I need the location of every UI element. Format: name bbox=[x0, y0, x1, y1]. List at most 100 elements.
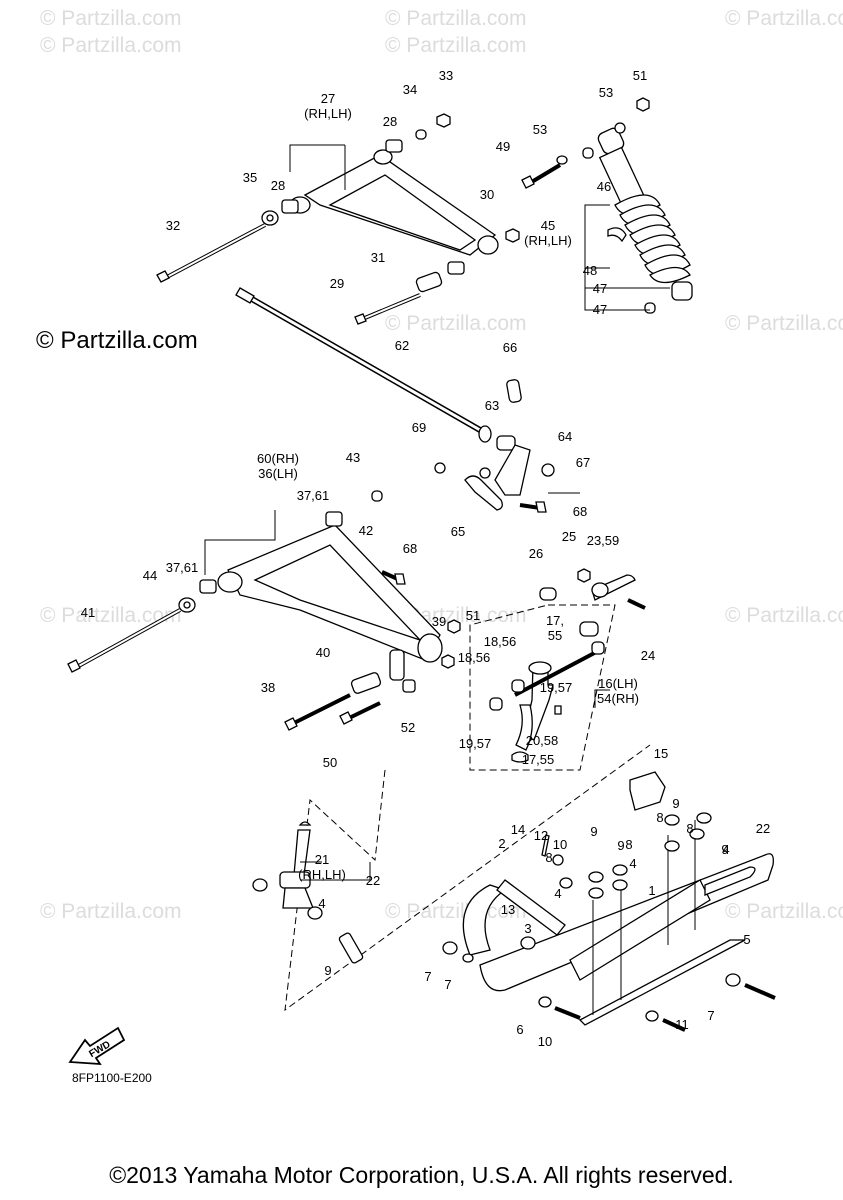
part-number-label: 25 bbox=[562, 529, 576, 544]
part-number-label: 24 bbox=[641, 648, 655, 663]
part-number-label: 51 bbox=[466, 608, 480, 623]
watermark: © Partzilla.com bbox=[385, 7, 527, 30]
part-number-label: 19,57 bbox=[540, 680, 573, 695]
watermark: © Partzilla.com bbox=[725, 7, 843, 30]
part-number-label: 62 bbox=[395, 338, 409, 353]
part-number-label: 28 bbox=[271, 178, 285, 193]
part-number-label: 52 bbox=[401, 720, 415, 735]
part-number-label: 2 bbox=[498, 836, 505, 851]
part-number-label: 32 bbox=[166, 218, 180, 233]
part-number-label: 3 bbox=[524, 921, 531, 936]
part-number-label: 5 bbox=[743, 932, 750, 947]
watermark: © Partzilla.com bbox=[725, 312, 843, 335]
watermark: © Partzilla.com bbox=[385, 900, 527, 923]
ski-column bbox=[252, 744, 651, 1012]
fwd-label: FWD bbox=[87, 1039, 112, 1060]
part-number-label: 29 bbox=[330, 276, 344, 291]
part-number-label: 27(RH,LH) bbox=[304, 91, 352, 121]
part-number-label: 12 bbox=[534, 828, 548, 843]
part-number-label: 68 bbox=[403, 541, 417, 556]
drawing-code: 8FP1100-E200 bbox=[72, 1071, 152, 1085]
part-number-label: 13 bbox=[501, 902, 515, 917]
part-number-label: 9 bbox=[590, 824, 597, 839]
part-number-label: 40 bbox=[316, 645, 330, 660]
upper-a-arm bbox=[156, 113, 520, 325]
fwd-arrow-icon: FWD bbox=[68, 1026, 126, 1066]
part-number-label: 67 bbox=[576, 455, 590, 470]
watermark: © Partzilla.com bbox=[40, 900, 182, 923]
part-number-label: 38 bbox=[261, 680, 275, 695]
part-number-label: 9 bbox=[672, 796, 679, 811]
part-number-label: 17,55 bbox=[522, 752, 555, 767]
part-number-label: 10 bbox=[538, 1034, 552, 1049]
part-number-label: 42 bbox=[359, 523, 373, 538]
watermark: © Partzilla.com bbox=[725, 900, 843, 923]
part-number-label: 53 bbox=[599, 85, 613, 100]
part-number-label: 8 bbox=[686, 821, 693, 836]
part-number-label: 4 bbox=[629, 856, 636, 871]
part-number-label: 7 bbox=[424, 969, 431, 984]
part-number-label: 33 bbox=[439, 68, 453, 83]
part-number-label: 44 bbox=[143, 568, 157, 583]
watermarks: © Partzilla.com © Partzilla.com © Partzi… bbox=[36, 7, 843, 923]
part-number-label: 20,58 bbox=[526, 733, 559, 748]
copyright-notice: ©2013 Yamaha Motor Corporation, U.S.A. A… bbox=[109, 1162, 734, 1188]
part-number-label: 37,61 bbox=[297, 488, 330, 503]
part-number-label: 22 bbox=[366, 873, 380, 888]
part-number-label: 18,56 bbox=[484, 634, 517, 649]
part-number-label: 50 bbox=[323, 755, 337, 770]
part-number-label: 4 bbox=[554, 886, 561, 901]
watermark: © Partzilla.com bbox=[40, 604, 182, 627]
watermark: © Partzilla.com bbox=[385, 312, 527, 335]
spindle-assembly bbox=[469, 568, 646, 771]
part-number-label: 69 bbox=[412, 420, 426, 435]
part-number-label: 51 bbox=[633, 68, 647, 83]
part-number-label: 9 bbox=[324, 963, 331, 978]
link-bracket bbox=[434, 379, 555, 513]
part-number-label: 43 bbox=[346, 450, 360, 465]
part-number-label: 6 bbox=[516, 1022, 523, 1037]
part-number-label: 8 bbox=[625, 837, 632, 852]
part-number-label: 4 bbox=[722, 842, 729, 857]
part-number-label: 53 bbox=[533, 122, 547, 137]
part-number-label: 18,56 bbox=[458, 650, 491, 665]
part-number-label: 23,59 bbox=[587, 533, 620, 548]
part-number-label: 48 bbox=[583, 263, 597, 278]
part-number-label: 45(RH,LH) bbox=[524, 218, 572, 248]
part-number-label: 22 bbox=[756, 821, 770, 836]
part-number-label: 47 bbox=[593, 302, 607, 317]
part-number-label: 7 bbox=[707, 1008, 714, 1023]
part-number-label: 46 bbox=[597, 179, 611, 194]
leader-lines bbox=[204, 144, 670, 881]
part-number-label: 65 bbox=[451, 524, 465, 539]
part-number-label: 35 bbox=[243, 170, 257, 185]
part-number-label: 63 bbox=[485, 398, 499, 413]
part-number-label: 17,55 bbox=[546, 613, 564, 643]
part-number-label: 21(RH,LH) bbox=[298, 852, 346, 882]
part-number-label: 26 bbox=[529, 546, 543, 561]
part-number-label: 47 bbox=[593, 281, 607, 296]
part-number-label: 7 bbox=[444, 977, 451, 992]
part-number-label: 8 bbox=[545, 850, 552, 865]
part-labels: 3334515327(RH,LH)2853494635283045(RH,LH)… bbox=[81, 68, 770, 1049]
part-number-label: 8 bbox=[656, 810, 663, 825]
part-number-label: 11 bbox=[675, 1017, 689, 1032]
shaft bbox=[235, 287, 492, 443]
ski bbox=[442, 771, 776, 1032]
part-number-label: 34 bbox=[403, 82, 417, 97]
watermark: © Partzilla.com bbox=[40, 34, 182, 57]
watermark-dark: © Partzilla.com bbox=[36, 327, 198, 354]
part-number-label: 28 bbox=[383, 114, 397, 129]
part-number-label: 9 bbox=[721, 842, 728, 857]
watermark: © Partzilla.com bbox=[385, 34, 527, 57]
part-number-label: 10 bbox=[553, 837, 567, 852]
part-number-label: 64 bbox=[558, 429, 572, 444]
part-number-label: 60(RH)36(LH) bbox=[257, 451, 299, 481]
part-number-label: 14 bbox=[511, 822, 525, 837]
lower-a-arm bbox=[67, 490, 461, 731]
part-number-label: 49 bbox=[496, 139, 510, 154]
part-number-label: 39 bbox=[432, 614, 446, 629]
part-number-label: 15 bbox=[654, 746, 668, 761]
part-number-label: 30 bbox=[480, 187, 494, 202]
